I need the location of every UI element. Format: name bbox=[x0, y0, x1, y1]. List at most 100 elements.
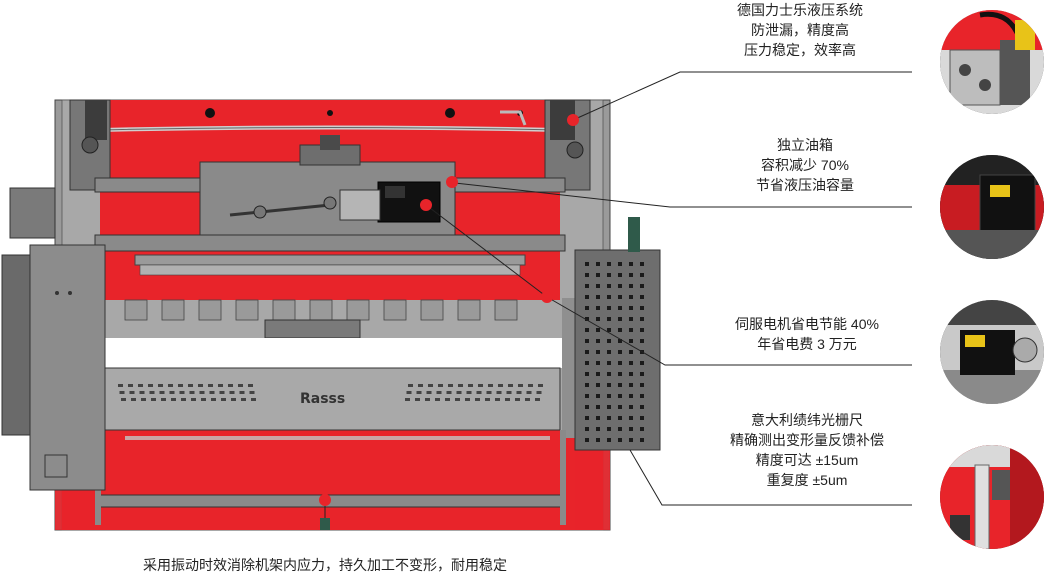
vent-slot bbox=[596, 339, 600, 343]
vent-slot bbox=[138, 384, 143, 387]
vent-slot bbox=[618, 273, 622, 277]
vent-slot bbox=[607, 339, 611, 343]
vent-slot bbox=[585, 438, 589, 442]
vent-slot bbox=[607, 372, 611, 376]
vent-slot bbox=[585, 339, 589, 343]
vent-slot bbox=[418, 384, 423, 387]
vent-slot bbox=[458, 384, 463, 387]
vent-slot bbox=[629, 284, 633, 288]
vent-slot bbox=[629, 317, 633, 321]
callout-line: 节省液压油容量 bbox=[756, 177, 854, 193]
vent-slot bbox=[128, 384, 133, 387]
vent-slot bbox=[148, 384, 153, 387]
callout-line: 意大利绩纬光栅尺 bbox=[751, 412, 863, 428]
callout-line: 防泄漏，精度高 bbox=[751, 22, 849, 38]
thumbnail-oil-tank bbox=[940, 155, 1044, 259]
vent-slot bbox=[640, 262, 644, 266]
vent-slot bbox=[535, 398, 540, 401]
vent-slot bbox=[596, 262, 600, 266]
vent-slot bbox=[585, 306, 589, 310]
vent-slot bbox=[416, 391, 422, 394]
vent-slot bbox=[607, 350, 611, 354]
thumbnail-grating-ruler bbox=[940, 445, 1044, 549]
vent-slot bbox=[428, 384, 433, 387]
red-lower-frame bbox=[62, 430, 603, 530]
vent-slot bbox=[640, 361, 644, 365]
callout-line: 独立油箱 bbox=[777, 137, 833, 153]
hotspot-hydraulic-system bbox=[567, 114, 579, 126]
vent-slot bbox=[596, 416, 600, 420]
vent-slot bbox=[629, 306, 633, 310]
vent-slot bbox=[141, 398, 146, 401]
vent-slot bbox=[585, 405, 589, 409]
vent-slot bbox=[199, 391, 205, 394]
vent-slot bbox=[476, 391, 482, 394]
vent-slot bbox=[596, 405, 600, 409]
vent-slot bbox=[596, 361, 600, 365]
bottom-caption: 采用振动时效消除机架内应力，持久加工不变形，耐用稳定 bbox=[143, 557, 507, 573]
vent-slot bbox=[408, 384, 413, 387]
vent-slot bbox=[629, 339, 633, 343]
vent-slot bbox=[585, 273, 589, 277]
vent-slot bbox=[248, 384, 253, 387]
vent-slot bbox=[640, 273, 644, 277]
vent-slot bbox=[585, 350, 589, 354]
vent-slot bbox=[640, 427, 644, 431]
vent-slot bbox=[118, 384, 123, 387]
vent-slot bbox=[640, 339, 644, 343]
vent-slot bbox=[119, 391, 125, 394]
logo-text: Rasss bbox=[300, 391, 345, 407]
vent-slot bbox=[629, 438, 633, 442]
vent-slot bbox=[129, 391, 135, 394]
callout-line: 压力稳定，效率高 bbox=[744, 42, 856, 58]
vent-slot bbox=[629, 350, 633, 354]
vent-slot bbox=[191, 398, 196, 401]
vent-slot bbox=[189, 391, 195, 394]
vent-slot bbox=[495, 398, 500, 401]
vent-slot bbox=[188, 384, 193, 387]
vent-slot bbox=[478, 384, 483, 387]
callout-line: 重复度 ±5um bbox=[766, 472, 848, 488]
callout-line: 容积减少 70% bbox=[761, 157, 849, 173]
vent-slot bbox=[607, 262, 611, 266]
vent-slot bbox=[171, 398, 176, 401]
vent-slot bbox=[607, 405, 611, 409]
vent-slot bbox=[208, 384, 213, 387]
callout-grating-ruler: 意大利绩纬光栅尺 精确测出变形量反馈补偿 精度可达 ±15um 重复度 ±5um bbox=[712, 410, 902, 490]
vent-slot bbox=[425, 398, 430, 401]
vent-slot bbox=[508, 384, 513, 387]
vent-slot bbox=[438, 384, 443, 387]
vent-slot bbox=[506, 391, 512, 394]
vent-slot bbox=[640, 306, 644, 310]
vent-slot bbox=[629, 383, 633, 387]
vent-slot bbox=[607, 394, 611, 398]
callout-line: 年省电费 3 万元 bbox=[757, 336, 857, 352]
upper-tool-clamps bbox=[124, 299, 518, 321]
vent-slot bbox=[607, 438, 611, 442]
vent-slot bbox=[618, 372, 622, 376]
vent-slot bbox=[618, 306, 622, 310]
vent-slot bbox=[618, 350, 622, 354]
vent-slot bbox=[455, 398, 460, 401]
vent-slot bbox=[406, 391, 412, 394]
vent-slot bbox=[238, 384, 243, 387]
callout-servo-motor: 伺服电机省电节能 40% 年省电费 3 万元 bbox=[712, 314, 902, 354]
vent-slot bbox=[515, 398, 520, 401]
vent-slot bbox=[159, 391, 165, 394]
vent-slot bbox=[585, 427, 589, 431]
vent-slot bbox=[198, 384, 203, 387]
vent-slot bbox=[596, 284, 600, 288]
vent-slot bbox=[607, 306, 611, 310]
vent-slot bbox=[585, 328, 589, 332]
vent-slot bbox=[618, 284, 622, 288]
vent-slot bbox=[640, 405, 644, 409]
vent-slot bbox=[249, 391, 255, 394]
vent-slot bbox=[536, 391, 542, 394]
vent-slot bbox=[596, 394, 600, 398]
vent-slot bbox=[585, 262, 589, 266]
vent-slot bbox=[465, 398, 470, 401]
press-brake-machine: Rasss bbox=[1, 99, 661, 531]
vent-slot bbox=[596, 372, 600, 376]
left-side-panel bbox=[29, 244, 106, 491]
